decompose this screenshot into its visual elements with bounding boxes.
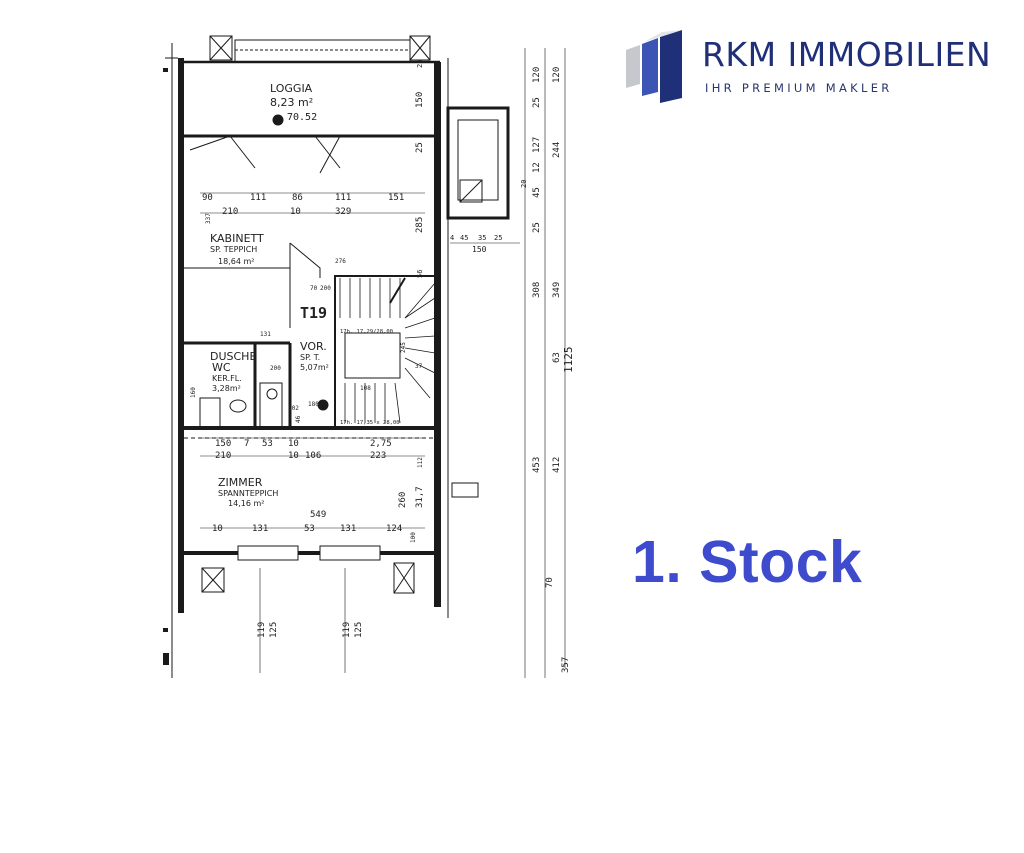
dim-side-7: 25 <box>416 60 424 68</box>
dim-right-1: 120 <box>532 67 542 83</box>
room-dusche-name2: WC <box>212 361 231 374</box>
stair-note-f: 180 <box>308 401 319 408</box>
rkm-logo <box>626 30 682 103</box>
stair-note-a: 276 <box>335 258 346 265</box>
dim-right-2: 120 <box>552 67 562 83</box>
dim-side-8: 56 <box>416 270 424 278</box>
dim-right-17: 412 <box>552 457 562 473</box>
dim-side-4: 25 <box>494 234 502 242</box>
dim-upper-bottom-1: 210 <box>222 207 238 217</box>
stair-note-h: 102 <box>288 405 299 412</box>
dim-upper-bottom-2: 10 <box>290 207 301 217</box>
dim-right-12: 308 <box>532 282 542 298</box>
dim-side-3: 35 <box>478 234 486 242</box>
floor-title: 1. Stock <box>632 529 863 595</box>
dim-mid-top-2: 7 <box>244 439 249 449</box>
dim-mid-top-1: 150 <box>215 439 231 449</box>
room-kabinett-floor: SP. TEPPICH <box>210 245 257 254</box>
dim-right-6: 244 <box>552 142 562 158</box>
dim-right-19: 31,7 <box>415 486 425 508</box>
dim-right-13: 349 <box>552 282 562 298</box>
dim-mid-bottom-4: 223 <box>370 451 386 461</box>
dim-right-4: 150 <box>415 92 425 108</box>
room-dusche-area: 3,28m² <box>212 384 241 393</box>
stair-note-d: 131 <box>260 331 271 338</box>
dim-bottom-2: 131 <box>252 524 268 534</box>
dim-mid-bottom-2: 10 <box>288 451 299 461</box>
dim-bottom-4: 131 <box>340 524 356 534</box>
dim-upper-top-5: 151 <box>388 193 404 203</box>
dim-bottom-v-2: 125 <box>269 622 279 638</box>
room-zimmer-area: 14,16 m² <box>228 499 264 508</box>
dim-misc-6: 245 <box>400 342 407 353</box>
dim-side-1: 4 <box>450 234 454 242</box>
dim-right-10: 25 <box>415 142 425 153</box>
dim-bottom-v-1: 119 <box>257 622 267 638</box>
dim-right-20: 70 <box>545 577 555 588</box>
room-kabinett-name: KABINETT <box>210 232 264 245</box>
logo-mark-icon <box>626 30 682 103</box>
dim-mid-bottom-1: 210 <box>215 451 231 461</box>
dim-misc-5: 46 <box>295 415 302 423</box>
stair-note-e: 200 <box>270 365 281 372</box>
dim-mid-top-4: 10 <box>288 439 299 449</box>
dim-misc-4: 160 <box>190 387 197 398</box>
room-loggia-area: 8,23 m² <box>270 96 313 109</box>
dim-right-3: 25 <box>532 97 542 108</box>
dim-right-7: 12 <box>532 162 542 173</box>
dim-upper-top-3: 86 <box>292 193 303 203</box>
stair-note-small: 108 <box>360 385 371 392</box>
dim-side-6: 20 <box>520 180 528 188</box>
dim-misc-3: 100 <box>410 532 417 543</box>
stair-note-lower: 17h. 17,35 x 28,00 <box>340 420 400 426</box>
room-dusche-floor: KER.FL. <box>212 374 242 383</box>
floor-plan: LOGGIA 8,23 m² 70.52 KABINETT SP. TEPPIC… <box>163 35 575 678</box>
room-vor-name: VOR. <box>300 340 327 353</box>
dim-right-16: 453 <box>532 457 542 473</box>
dim-bottom-3: 53 <box>304 524 315 534</box>
dim-right-15: 1125 <box>562 347 575 374</box>
dim-right-21: 357 <box>561 657 571 673</box>
dim-side-2: 45 <box>460 234 468 242</box>
room-loggia-name: LOGGIA <box>270 82 313 95</box>
room-zimmer-floor: SPANNTEPPICH <box>218 489 278 498</box>
dim-upper-top-1: 90 <box>202 193 213 203</box>
stair-note-c: 70 <box>310 285 318 292</box>
dim-bottom-1: 10 <box>212 524 223 534</box>
dim-upper-bottom-3: 329 <box>335 207 351 217</box>
room-zimmer-name: ZIMMER <box>218 476 263 489</box>
dim-bottom-v-4: 125 <box>354 622 364 638</box>
dim-bottom-total: 549 <box>310 510 326 520</box>
room-kabinett-area: 18,64 m² <box>218 257 254 266</box>
stair-note-g: 37 <box>415 363 423 370</box>
room-dusche-name: DUSCHE <box>210 350 256 363</box>
stair-tag: T19 <box>300 304 327 322</box>
dim-mid-bottom-3: 106 <box>305 451 321 461</box>
stair-note-upper: 17h. 17,29/28,00 <box>340 329 393 335</box>
brand-tagline: IHR PREMIUM MAKLER <box>705 81 893 95</box>
brand-name: RKM IMMOBILIEN <box>702 35 992 74</box>
dim-right-5: 127 <box>532 137 542 153</box>
dim-upper-top-4: 111 <box>335 193 351 203</box>
dim-right-18: 260 <box>398 492 408 508</box>
dim-right-8: 45 <box>532 187 542 198</box>
dim-right-11: 285 <box>415 217 425 233</box>
dim-upper-top-2: 111 <box>250 193 266 203</box>
dim-misc-2: 112 <box>417 457 424 468</box>
dim-side-5: 150 <box>472 245 487 254</box>
dim-right-9: 25 <box>532 222 542 233</box>
dim-bottom-5: 124 <box>386 524 402 534</box>
dim-right-14: 63 <box>552 352 562 363</box>
room-loggia-level: 70.52 <box>287 112 317 123</box>
dim-bottom-v-3: 119 <box>342 622 352 638</box>
dim-misc-1: 337 <box>205 213 212 224</box>
dim-mid-top-3: 53 <box>262 439 273 449</box>
room-vor-area: 5,07m² <box>300 363 329 372</box>
dim-mid-top-5: 2,75 <box>370 439 392 449</box>
room-vor-floor: SP. T. <box>300 353 320 362</box>
stair-note-b: 200 <box>320 285 331 292</box>
